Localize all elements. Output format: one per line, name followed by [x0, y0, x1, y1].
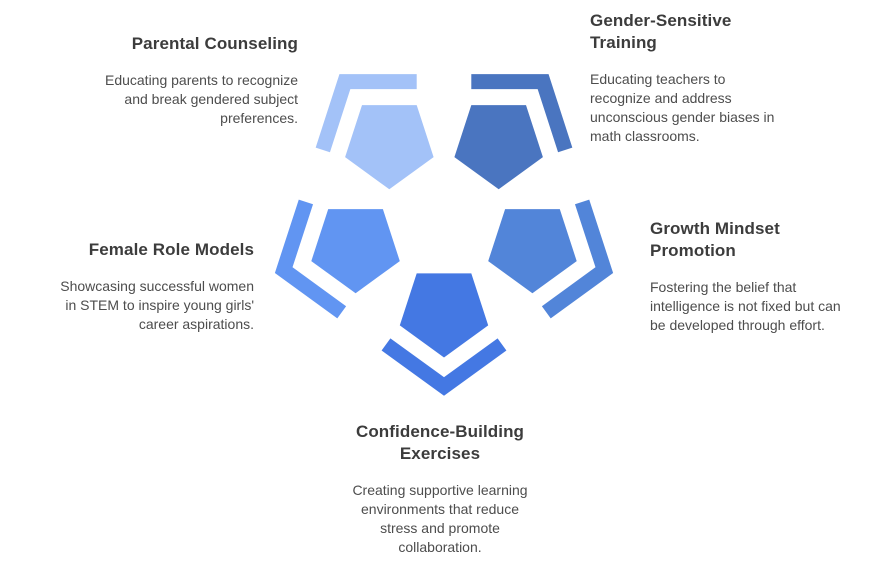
unit-title-growth-mindset-promotion: Growth Mindset Promotion	[650, 219, 780, 260]
pentagon-unit-female-role-models	[274, 199, 400, 319]
unit-description-gender-sensitive-training: Educating teachers to recognize and addr…	[590, 71, 775, 144]
chevron-outline-gender-sensitive-training	[471, 74, 573, 153]
pentagon-confidence-building-exercises	[399, 273, 489, 358]
unit-title-parental-counseling: Parental Counseling	[131, 34, 298, 53]
chevron-outline-growth-mindset-promotion	[541, 199, 614, 319]
unit-title-gender-sensitive-training: Gender-Sensitive Training	[590, 11, 732, 52]
unit-label-confidence-building-exercises: Confidence-Building Exercises Creating s…	[329, 421, 551, 557]
unit-title-confidence-building-exercises: Confidence-Building Exercises	[355, 422, 525, 463]
pentagon-unit-parental-counseling	[315, 74, 434, 190]
pentagon-growth-mindset-promotion	[488, 209, 577, 294]
chevron-outline-confidence-building-exercises	[381, 338, 507, 396]
unit-label-female-role-models: Female Role Models Showcasing successful…	[60, 239, 254, 334]
pentagon-parental-counseling	[345, 105, 434, 190]
unit-description-parental-counseling: Educating parents to recognize and break…	[104, 72, 298, 126]
chevron-outline-female-role-models	[274, 199, 347, 319]
unit-description-female-role-models: Showcasing successful women in STEM to i…	[60, 278, 254, 332]
unit-label-growth-mindset-promotion: Growth Mindset Promotion Fostering the b…	[650, 218, 841, 335]
unit-label-gender-sensitive-training: Gender-Sensitive Training Educating teac…	[590, 10, 774, 146]
unit-description-growth-mindset-promotion: Fostering the belief that intelligence i…	[650, 279, 841, 333]
pentagon-unit-confidence-building-exercises	[381, 273, 507, 396]
unit-title-female-role-models: Female Role Models	[88, 240, 254, 259]
unit-description-confidence-building-exercises: Creating supportive learning environment…	[352, 482, 528, 555]
chevron-outline-parental-counseling	[315, 74, 417, 153]
pentagon-gender-sensitive-training	[454, 105, 543, 190]
pentagon-female-role-models	[311, 209, 400, 294]
pentagon-unit-gender-sensitive-training	[454, 74, 573, 190]
unit-label-parental-counseling: Parental Counseling Educating parents to…	[105, 33, 298, 128]
pentagon-unit-growth-mindset-promotion	[488, 199, 614, 319]
